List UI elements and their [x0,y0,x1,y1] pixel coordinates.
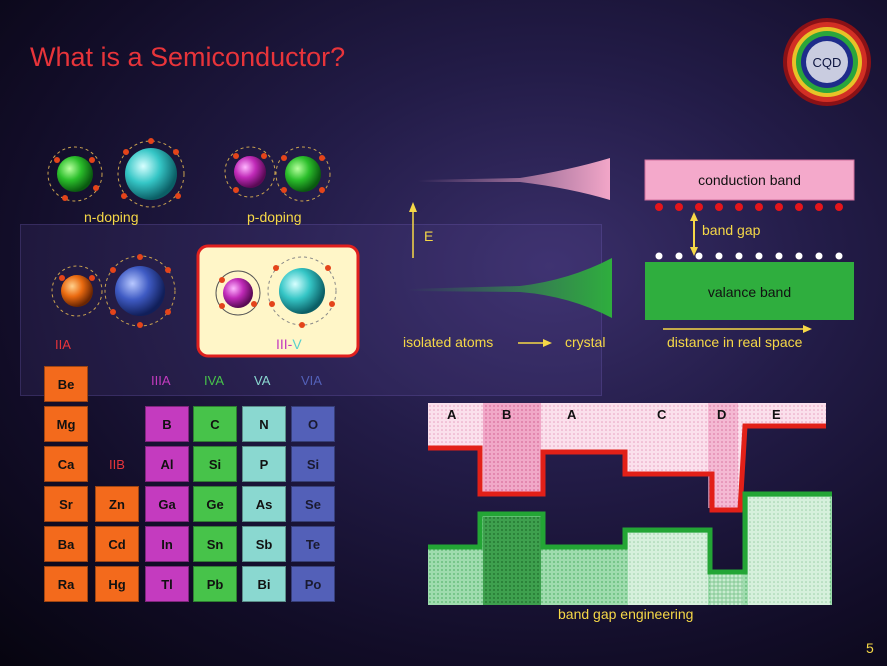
crystal-label: crystal [565,334,606,350]
element-cell: Hg [95,566,139,602]
element-cell: Te [291,526,335,562]
element-cell: Tl [145,566,189,602]
valence-band-funnel [408,258,612,318]
group-va-label: VA [254,373,271,388]
isolated-to-crystal-arrowhead [543,339,552,347]
region-c-valence [628,533,708,605]
region-label: A [567,407,577,422]
element-cell: Ra [44,566,88,602]
element-cell: Sb [242,526,286,562]
element-cell: C [193,406,237,442]
iii-v-label-sep: - [287,336,293,352]
valence-band-label: valance band [707,284,792,300]
element-cell: Pb [193,566,237,602]
logo-text: CQD [806,41,848,83]
n-doping-label: n-doping [84,209,139,225]
element-cell: Ca [44,446,88,482]
region-label: B [502,407,512,422]
cqd-logo: CQD [783,18,871,106]
p-doping-magenta-atom [224,146,276,198]
iii-v-label-a: III [276,336,288,352]
element-cell: As [242,486,286,522]
isolated-atoms-label: isolated atoms [403,334,494,350]
region-label: C [657,407,667,422]
iii-v-teal-atom [267,256,337,328]
element-cell: Ga [145,486,189,522]
element-cell: O [291,406,335,442]
element-cell: Sn [193,526,237,562]
valence-band-rect [645,262,854,320]
band-gap-arrow-top [690,212,698,221]
holes-row [655,252,843,260]
element-cell: Se [291,486,335,522]
iii-v-magenta-atom [215,270,261,316]
element-cell: Be [44,366,88,402]
element-cell: P [242,446,286,482]
distance-label: distance in real space [667,334,803,350]
conduction-band-funnel [418,158,610,200]
group-iva-label: IVA [204,373,224,388]
element-cell: Cd [95,526,139,562]
n-doping-green-atom [47,146,103,202]
energy-label: E [424,228,434,244]
n-doping-teal-atom [117,138,185,208]
group-iib-label: IIB [109,457,125,472]
group-via-label: VIA [301,373,322,388]
element-cell: N [242,406,286,442]
distance-arrow-head [803,325,812,333]
group-iiia-label: IIIA [151,373,171,388]
region-label: A [447,407,457,422]
element-cell: Mg [44,406,88,442]
electrons-row [655,203,843,211]
blue-atom [104,254,176,328]
iii-v-label-b: V [292,336,302,352]
element-cell: Ge [193,486,237,522]
region-label: D [717,407,727,422]
valence-band-edge [428,491,832,575]
conduction-band-rect [644,159,855,201]
element-cell: Ba [44,526,88,562]
element-cell: Sr [44,486,88,522]
slide-title: What is a Semiconductor? [30,42,346,72]
element-cell: In [145,526,189,562]
element-cell: Al [145,446,189,482]
region-label: E [772,407,781,422]
p-doping-green-atom [275,146,331,202]
p-doping-label: p-doping [247,209,302,225]
element-cell: Si [193,446,237,482]
band-gap-arrow-bottom [690,247,698,256]
group-iia-label: IIA [55,337,71,352]
orange-atom [51,265,103,317]
region-d-valence [710,574,743,605]
element-cell: Po [291,566,335,602]
element-cell: B [145,406,189,442]
iii-v-label: III-V [276,336,302,352]
energy-arrow-head [409,202,417,212]
element-cell: Zn [95,486,139,522]
region-e-valence [748,497,830,605]
slide-number: 5 [866,640,874,656]
element-cell: Bi [242,566,286,602]
region-b-conduction [483,403,541,492]
region-b-valence [483,517,541,605]
band-gap-label: band gap [702,222,761,238]
conduction-band-label: conduction band [698,172,801,188]
conduction-band-edge [428,423,826,513]
element-cell: Si [291,446,335,482]
iii-v-box [196,244,360,358]
engineering-caption: band gap engineering [558,606,694,622]
